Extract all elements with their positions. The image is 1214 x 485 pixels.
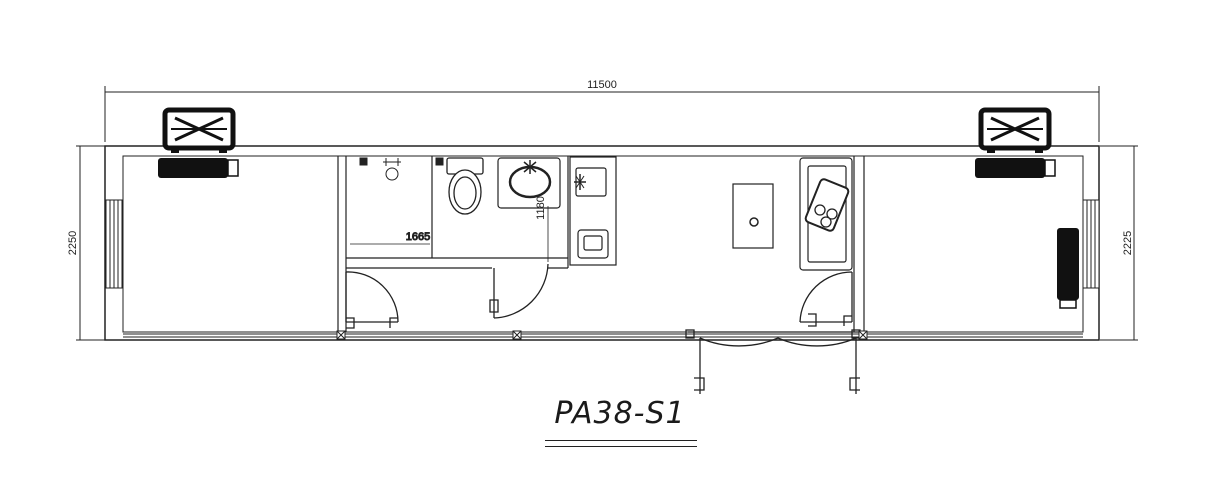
wall-joints	[336, 330, 868, 340]
model-title: PA38-S1	[554, 396, 686, 431]
ac-indoor-unit-icon	[158, 158, 239, 178]
chair-icon	[799, 157, 853, 271]
title-underline	[545, 446, 697, 447]
dimension-text-right-height: 2225	[1122, 231, 1134, 255]
dimension-overall-length: 11500	[104, 79, 1100, 142]
door-icon	[799, 271, 853, 327]
dimension-text-bath: 1180	[535, 196, 547, 220]
dimension-text-shower: 1665	[406, 231, 430, 243]
toilet-icon	[446, 157, 484, 215]
ac-outdoor-unit-icon	[165, 110, 233, 153]
ac-outdoor-unit-icon	[981, 110, 1049, 153]
washbasin-icon	[497, 157, 561, 209]
shower-area: 1665	[350, 157, 444, 245]
dimension-bath: 1180	[535, 196, 549, 262]
ac-indoor-unit-icon	[1057, 228, 1079, 309]
window-icon	[1082, 199, 1100, 289]
table-icon	[732, 183, 774, 249]
dimension-left-height: 2250	[67, 145, 105, 341]
title-underline	[545, 440, 697, 441]
ac-indoor-unit-icon	[975, 158, 1056, 178]
kitchen-counter	[569, 156, 617, 266]
door-icon	[345, 271, 399, 329]
dimension-right-height: 2225	[1100, 145, 1138, 341]
dimension-text-left-height: 2250	[67, 231, 79, 255]
dimension-text-length: 11500	[587, 79, 617, 91]
window-icon	[105, 199, 123, 289]
door-icon	[489, 263, 549, 319]
